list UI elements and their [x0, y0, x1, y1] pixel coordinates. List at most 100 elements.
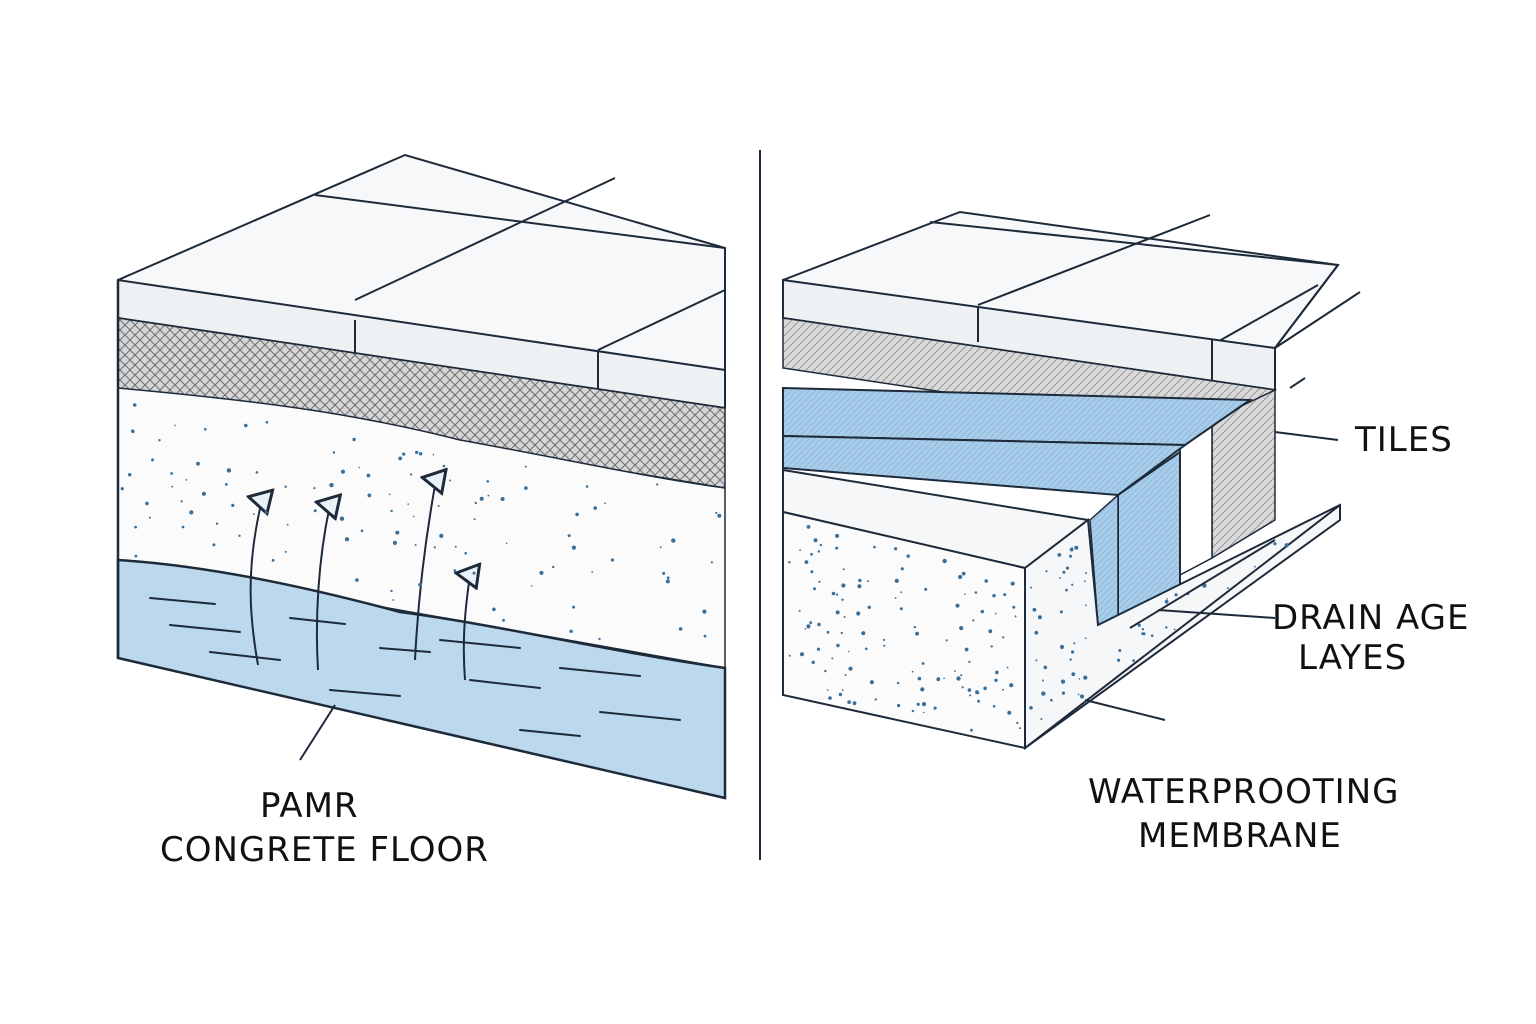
speckle-dot — [988, 629, 993, 634]
speckle-dot — [1071, 583, 1074, 586]
speckle-dot — [604, 502, 607, 505]
speckle-dot — [896, 681, 900, 685]
speckle-dot — [813, 587, 816, 591]
speckle-dot — [472, 571, 476, 575]
speckle-dot — [410, 473, 413, 476]
speckle-dot — [806, 525, 811, 529]
speckle-dot — [1079, 694, 1085, 699]
speckle-dot — [911, 709, 915, 713]
speckle-dot — [244, 423, 248, 428]
speckle-dot — [959, 626, 964, 631]
speckle-dot — [388, 493, 391, 496]
speckle-dot — [1166, 598, 1168, 600]
speckle-dot — [134, 525, 138, 529]
speckle-dot — [340, 469, 346, 474]
speckle-dot — [530, 585, 533, 587]
drainage-leader — [1157, 609, 1276, 619]
speckle-dot — [921, 662, 925, 665]
speckle-dot — [313, 487, 316, 490]
speckle-dot — [972, 619, 975, 622]
speckle-dot — [132, 403, 137, 407]
speckle-dot — [992, 594, 996, 598]
speckle-dot — [913, 625, 916, 629]
left-tile-joint — [354, 177, 616, 301]
speckle-dot — [977, 699, 981, 703]
speckle-dot — [710, 561, 714, 564]
speckle-dot — [454, 545, 457, 548]
speckle-dot — [502, 618, 505, 622]
speckle-dot — [1071, 672, 1076, 677]
speckle-dot — [899, 607, 903, 611]
speckle-dot — [1073, 642, 1076, 645]
speckle-dot — [1009, 683, 1014, 688]
speckle-dot — [841, 583, 846, 588]
speckle-dot — [882, 638, 886, 642]
speckle-dot — [852, 701, 857, 706]
speckle-dot — [433, 546, 436, 549]
speckle-dot — [1006, 666, 1009, 669]
speckle-dot — [181, 525, 185, 529]
speckle-dot — [969, 694, 972, 697]
tiles-leader — [1274, 431, 1339, 441]
speckle-dot — [995, 670, 999, 675]
speckle-dot — [128, 473, 132, 477]
speckle-dot — [313, 509, 317, 513]
speckle-dot — [1062, 570, 1066, 574]
speckle-dot — [983, 686, 987, 691]
speckle-dot — [819, 543, 822, 547]
speckle-dot — [390, 509, 393, 513]
speckle-dot — [418, 452, 423, 456]
speckle-dot — [212, 543, 216, 547]
speckle-dot — [474, 501, 477, 505]
speckle-dot — [799, 549, 801, 551]
speckle-dot — [861, 631, 866, 636]
speckle-dot — [201, 491, 206, 496]
left-water-ripples — [149, 597, 681, 737]
speckle-dot — [1059, 644, 1065, 650]
speckle-dot — [809, 621, 813, 625]
speckle-dot — [464, 552, 468, 555]
speckle-dot — [835, 546, 839, 550]
speckle-dot — [831, 591, 836, 596]
speckle-dot — [1150, 634, 1154, 637]
drainage-label-line2: LAYES — [1298, 638, 1408, 678]
speckle-dot — [836, 643, 840, 648]
speckle-dot — [352, 437, 356, 442]
speckle-dot — [788, 561, 791, 564]
speckle-dot — [900, 567, 904, 571]
speckle-dot — [286, 523, 289, 526]
right-floor-section — [782, 210, 1361, 750]
speckle-dot — [811, 660, 815, 664]
speckle-dot — [1254, 565, 1256, 568]
speckle-dot — [967, 688, 972, 692]
speckle-dot — [437, 505, 440, 507]
speckle-dot — [610, 558, 615, 562]
speckle-dot — [575, 512, 579, 517]
speckle-dot — [804, 560, 809, 564]
speckle-dot — [678, 627, 683, 631]
left-concrete-body — [117, 387, 726, 669]
moisture-arrow — [414, 480, 436, 661]
speckle-dot — [1173, 628, 1176, 631]
left-tile-joint — [597, 289, 726, 351]
speckle-dot — [788, 654, 791, 657]
speckle-dot — [479, 496, 484, 501]
speckle-dot — [392, 540, 397, 546]
speckle-dot — [980, 609, 984, 614]
speckle-dot — [869, 680, 875, 685]
speckle-dot — [917, 676, 922, 681]
speckle-dot — [717, 513, 722, 518]
speckle-dot — [226, 468, 232, 473]
left-moisture-arrows — [251, 480, 470, 681]
speckle-dot — [1061, 691, 1065, 695]
drainage-label-line1: DRAIN AGE — [1272, 598, 1470, 638]
speckle-dot — [418, 582, 422, 587]
speckle-dot — [835, 593, 839, 596]
speckle-dot — [284, 485, 287, 488]
speckle-dot — [824, 669, 827, 673]
speckle-dot — [432, 454, 435, 456]
speckle-dot — [180, 500, 183, 503]
speckle-dot — [1083, 580, 1086, 583]
speckle-dot — [915, 631, 919, 636]
speckle-dot — [817, 622, 821, 627]
